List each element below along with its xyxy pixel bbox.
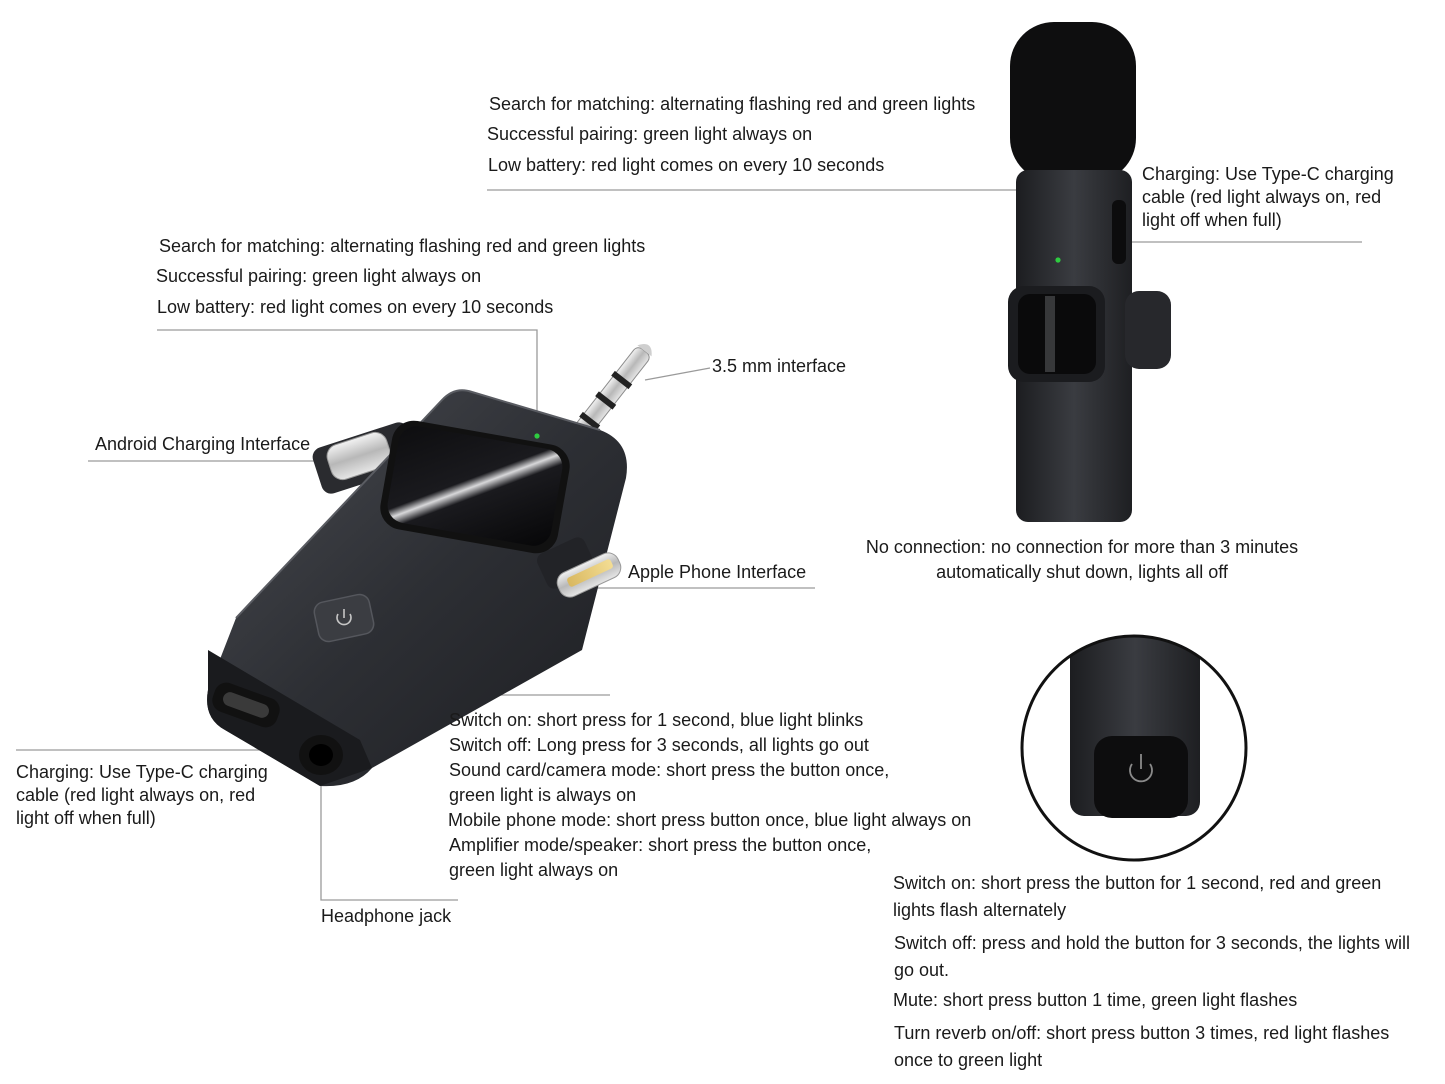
lightning-connector [537, 537, 622, 598]
button-mode-item: Mobile phone mode: short press button on… [448, 810, 972, 830]
button-mode-item: Sound card/camera mode: short press the … [449, 760, 890, 780]
mic-function-switch-on: Switch on: short press the button for 1 … [893, 873, 1382, 920]
microphone [1008, 22, 1171, 522]
receiver-indicator-line3: Low battery: red light comes on every 10… [157, 297, 554, 317]
receiver-usb-c-port [212, 682, 280, 728]
power-icon [1129, 754, 1153, 783]
receiver-charging-line2: cable (red light always on, red [16, 785, 256, 805]
zoom-inset [1020, 634, 1248, 862]
leader-receiver-led [157, 329, 538, 435]
headphone-jack-label: Headphone jack [321, 906, 452, 926]
usb-c-connector [312, 422, 418, 494]
apple-interface-label: Apple Phone Interface [628, 562, 807, 582]
jack-35mm-label: 3.5 mm interface [712, 356, 847, 376]
mic-clip [1125, 291, 1171, 369]
button-mode-item: Switch on: short press for 1 second, blu… [449, 710, 864, 730]
receiver-charging-line3: light off when full) [16, 808, 156, 828]
leader-35mm [644, 367, 711, 381]
mic-usb-c-port [1112, 200, 1126, 264]
leader-headphone [320, 745, 458, 901]
mic-function-switch-off: Switch off: press and hold the button fo… [894, 933, 1410, 980]
mic-charging-line3: light off when full) [1142, 210, 1282, 230]
button-mode-item: Amplifier mode/speaker: short press the … [449, 835, 872, 855]
mic-indicator-line1: Search for matching: alternating flashin… [489, 94, 976, 114]
button-mode-item: green light always on [449, 860, 619, 880]
mic-charging-line1: Charging: Use Type-C charging [1142, 164, 1394, 184]
receiver-headphone-port [299, 735, 343, 775]
no-connection-line2: automatically shut down, lights all off [936, 562, 1228, 582]
mic-charging-line2: cable (red light always on, red [1142, 187, 1382, 207]
receiver-indicator-line2: Successful pairing: green light always o… [156, 266, 482, 286]
android-interface-label: Android Charging Interface [95, 434, 311, 454]
button-mode-item: green light is always on [449, 785, 637, 805]
receiver-charging-line1: Charging: Use Type-C charging [16, 762, 268, 782]
receiver-indicator-line1: Search for matching: alternating flashin… [159, 236, 646, 256]
power-icon [336, 609, 352, 626]
mic-indicator-line3: Low battery: red light comes on every 10… [488, 155, 885, 175]
mic-function-mute: Mute: short press button 1 time, green l… [893, 990, 1298, 1010]
mic-indicator-line2: Successful pairing: green light always o… [487, 124, 813, 144]
mic-green-led [1055, 257, 1061, 263]
receiver-glass-plate [380, 420, 570, 554]
receiver-green-led [534, 433, 540, 439]
mic-windscreen [1010, 22, 1136, 182]
mic-function-reverb: Turn reverb on/off: short press button 3… [894, 1023, 1390, 1070]
no-connection-line1: No connection: no connection for more th… [865, 537, 1299, 557]
receiver-power-button [313, 593, 375, 643]
button-mode-item: Switch off: Long press for 3 seconds, al… [449, 735, 869, 755]
